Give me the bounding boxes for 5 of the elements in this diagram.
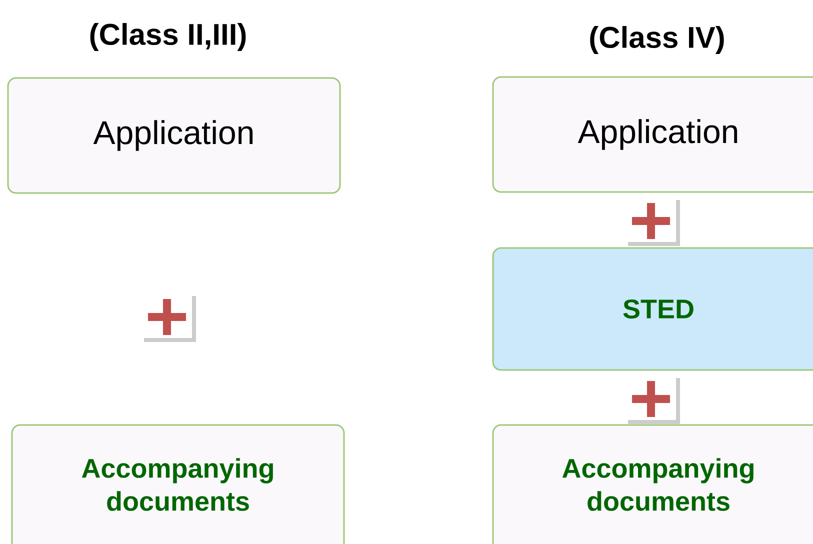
process-box: Application <box>492 76 813 193</box>
process-box: Accompanying documents <box>11 424 345 544</box>
process-box: Application <box>7 77 341 194</box>
process-box: STED <box>492 247 813 371</box>
process-box: Accompanying documents <box>492 424 813 544</box>
